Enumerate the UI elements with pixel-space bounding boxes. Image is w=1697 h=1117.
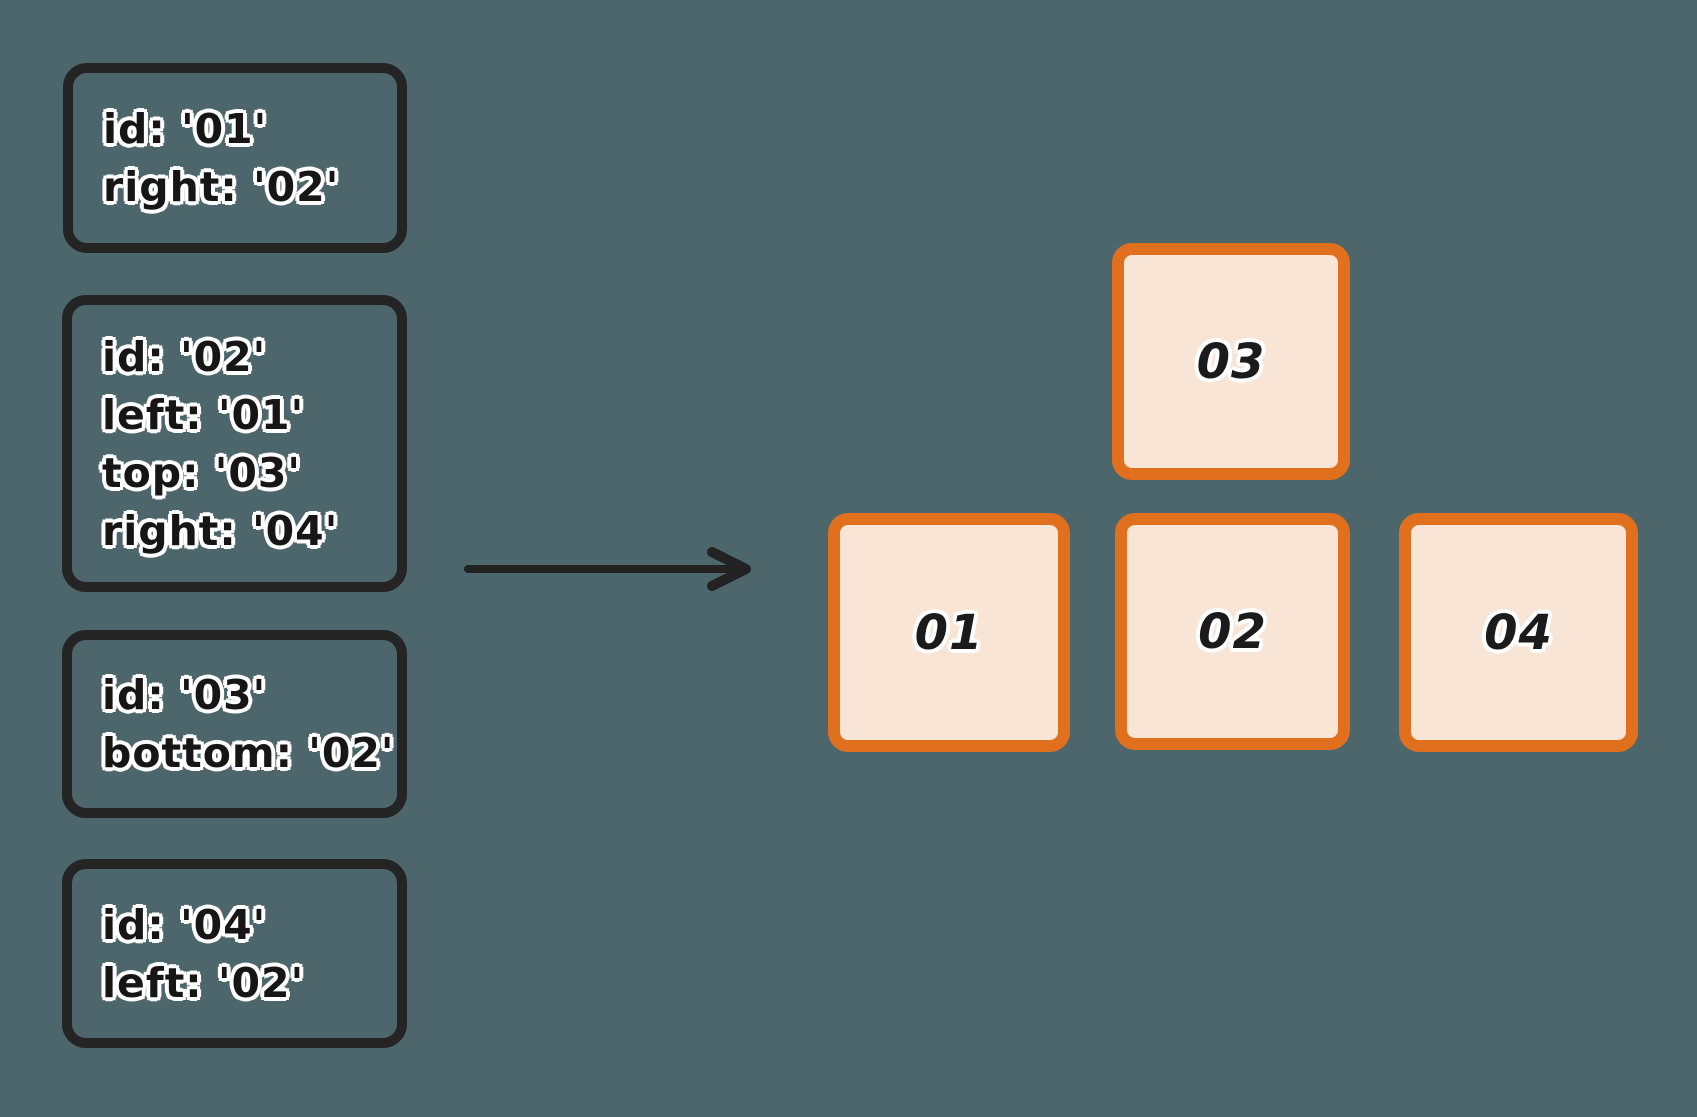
node-card-02: id: '02' left: '01' top: '03' right: '04… (62, 295, 407, 592)
node-card-03: id: '03' bottom: '02' (62, 630, 407, 818)
card-line: left: '01' (102, 390, 305, 439)
layout-tile-03: 03 (1112, 243, 1350, 480)
card-line: left: '02' (102, 958, 305, 1007)
card-line: right: '04' (102, 506, 339, 555)
card-line: id: '03' (102, 671, 267, 719)
card-line: right: '02' (103, 163, 340, 211)
node-card-04: id: '04' left: '02' (62, 859, 407, 1048)
tile-label: 01 (914, 604, 984, 661)
card-line: bottom: '02' (102, 729, 395, 777)
node-card-01: id: '01' right: '02' (63, 63, 407, 253)
card-line: id: '04' (102, 900, 267, 949)
tile-label: 04 (1484, 604, 1553, 661)
layout-tile-04: 04 (1399, 513, 1638, 752)
tile-label: 03 (1196, 333, 1266, 390)
layout-tile-02: 02 (1115, 513, 1350, 750)
layout-tile-01: 01 (828, 513, 1070, 752)
card-line: id: '01' (103, 105, 268, 153)
card-line: id: '02' (102, 332, 267, 381)
arrow-right-icon (464, 547, 751, 591)
card-line: top: '03' (102, 448, 301, 497)
tile-label: 02 (1198, 603, 1267, 660)
